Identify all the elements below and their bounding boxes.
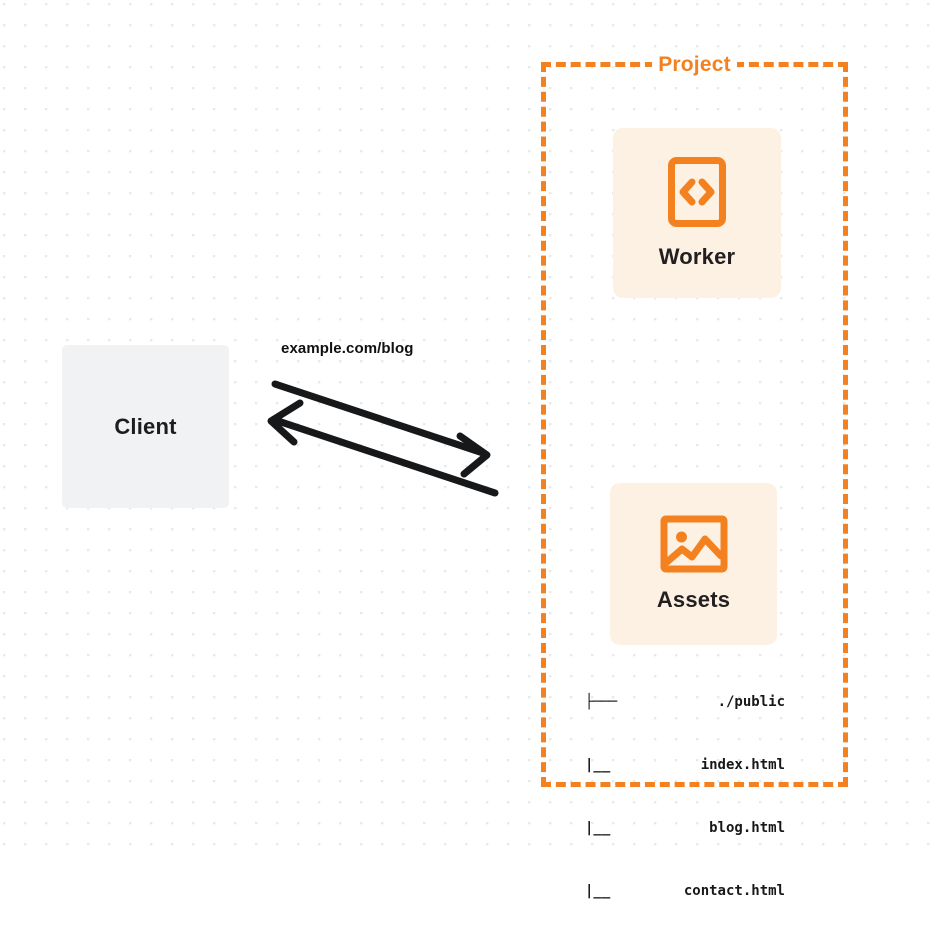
project-title-text: Project [652,53,737,76]
request-arrow [271,380,491,478]
client-node-label: Client [114,413,177,439]
file-tree-row: |__ blog.html [585,818,785,839]
file-tree-row: |__ contact.html [585,881,785,902]
assets-file-tree: ├─── ./public |__ index.html |__ blog.ht… [585,650,785,944]
client-node[interactable]: Client [62,345,229,508]
edge-label-url: example.com/blog [281,340,414,357]
tree-branch-glyph: |__ [585,820,611,836]
assets-node[interactable]: Assets [610,483,777,645]
assets-node-label: Assets [656,587,731,612]
tree-entry-name: ./public [717,694,785,710]
worker-node-label: Worker [658,244,736,269]
code-document-icon [667,156,727,228]
tree-entry-name: contact.html [683,883,785,899]
tree-entry-name: blog.html [709,820,785,836]
response-arrow [267,399,499,497]
worker-node[interactable]: Worker [613,128,781,298]
project-title: Project [541,52,848,78]
file-tree-row: |__ index.html [585,755,785,776]
tree-branch-glyph: ├─── [585,694,617,710]
tree-branch-glyph: |__ [585,883,611,899]
tree-branch-glyph: |__ [585,757,611,773]
tree-entry-name: index.html [700,757,785,773]
image-icon [660,515,728,573]
file-tree-row: ├─── ./public [585,692,785,713]
diagram-canvas: Client example.com/blog Project Worker [0,0,938,899]
